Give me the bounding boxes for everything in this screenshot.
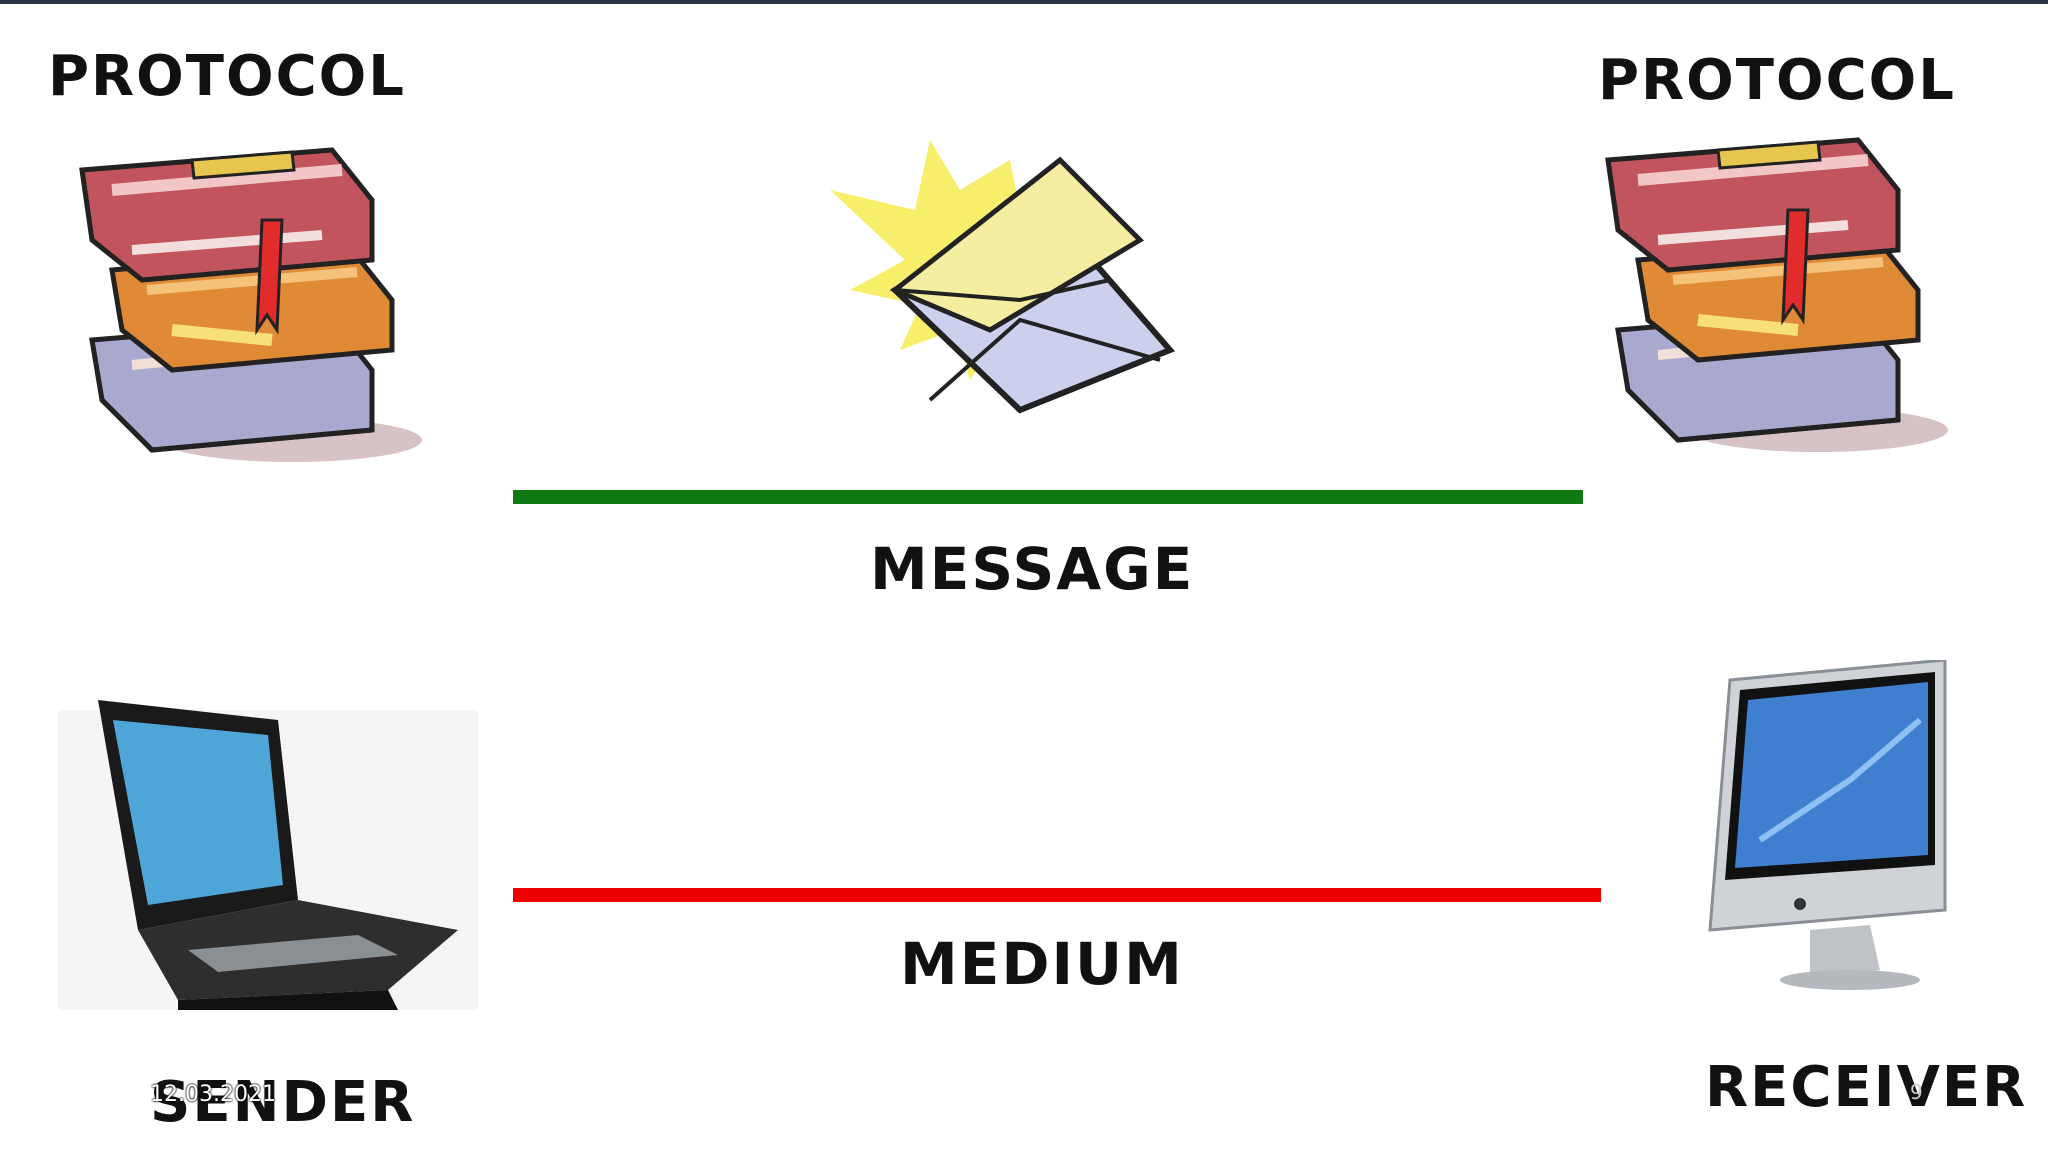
- slide-page-number: 9: [1910, 1080, 1923, 1104]
- receiver-label: RECEIVER: [1705, 1055, 2028, 1120]
- desktop-computer-icon: [1708, 660, 1947, 990]
- right-protocol-label: PROTOCOL: [1598, 48, 1956, 113]
- books-icon: [1605, 137, 1948, 452]
- left-protocol-label: PROTOCOL: [48, 44, 406, 109]
- slide-date: 12.03.2021: [150, 1082, 276, 1107]
- medium-line: [513, 888, 1601, 902]
- top-border: [0, 0, 2048, 4]
- message-label: MESSAGE: [870, 535, 1195, 603]
- sender-label: SENDER: [150, 1070, 416, 1135]
- laptop-icon: [58, 700, 478, 1010]
- envelope-icon: [830, 140, 1176, 414]
- message-line: [513, 490, 1583, 504]
- medium-label: MEDIUM: [900, 930, 1184, 998]
- books-icon: [79, 147, 422, 462]
